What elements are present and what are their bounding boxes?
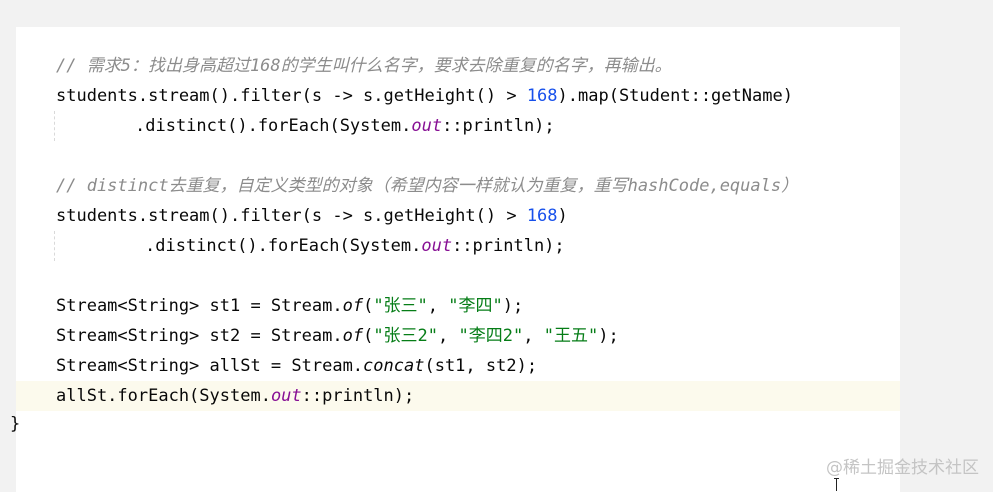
code-line-3[interactable]: .distinct().forEach(System.out::println)…: [16, 111, 900, 141]
number-literal: 168: [526, 86, 558, 106]
watermark: @稀土掘金技术社区: [826, 458, 979, 478]
code-token: students.stream().filter(s -> s.getHeigh…: [56, 206, 527, 226]
code-token: ::println);: [452, 236, 565, 256]
comment: // distinct去重复，自定义类型的对象（希望内容一样就认为重复，重写ha…: [56, 176, 799, 196]
code-token: .distinct().forEach(System.: [135, 116, 412, 136]
code-line-12-current[interactable]: allSt.forEach(System.out::println);: [16, 381, 900, 411]
code-token: students.stream().filter(s -> s.getHeigh…: [56, 86, 527, 106]
closing-brace: }: [10, 414, 21, 434]
code-line-6[interactable]: students.stream().filter(s -> s.getHeigh…: [16, 201, 900, 231]
static-method: of: [342, 326, 364, 346]
code-line-5[interactable]: // distinct去重复，自定义类型的对象（希望内容一样就认为重复，重写ha…: [16, 171, 900, 201]
code-token: ).map(Student::getName): [557, 86, 793, 106]
code-token: Stream<String> st1 = Stream.: [56, 296, 343, 316]
static-field: out: [411, 116, 443, 136]
code-token: ::println);: [301, 386, 415, 406]
code-line-11[interactable]: Stream<String> allSt = Stream.concat(st1…: [16, 351, 900, 381]
static-method: concat: [363, 356, 425, 376]
code-token: (st1, st2);: [424, 356, 538, 376]
code-line-7[interactable]: .distinct().forEach(System.out::println)…: [16, 231, 900, 261]
string-literal: "张三": [373, 296, 428, 316]
code-token: ,: [427, 296, 449, 316]
code-token: ::println);: [442, 116, 555, 136]
indent-guide: [54, 231, 55, 261]
comment: // 需求5：找出身高超过168的学生叫什么名字，要求去除重复的名字，再输出。: [56, 56, 672, 76]
code-token: ): [557, 206, 568, 226]
string-literal: "李四": [448, 296, 503, 316]
static-field: out: [270, 386, 302, 406]
text-cursor-icon: [834, 478, 840, 492]
code-line-9[interactable]: Stream<String> st1 = Stream.of("张三", "李四…: [16, 291, 900, 321]
string-literal: "李四2": [458, 326, 524, 346]
code-token: Stream<String> st2 = Stream.: [56, 326, 343, 346]
string-literal: "王五": [543, 326, 599, 346]
code-line-2[interactable]: students.stream().filter(s -> s.getHeigh…: [16, 81, 900, 111]
indent-guide: [54, 111, 55, 141]
code-token: );: [502, 296, 524, 316]
code-editor[interactable]: // 需求5：找出身高超过168的学生叫什么名字，要求去除重复的名字，再输出。 …: [16, 27, 900, 492]
static-field: out: [421, 236, 453, 256]
code-token: ,: [523, 326, 544, 346]
code-token: (: [363, 326, 374, 346]
code-line-10[interactable]: Stream<String> st2 = Stream.of("张三2", "李…: [16, 321, 900, 351]
code-token: allSt.forEach(System.: [56, 386, 271, 406]
code-token: Stream<String> allSt = Stream.: [56, 356, 364, 376]
number-literal: 168: [526, 206, 558, 226]
code-token: (: [363, 296, 374, 316]
code-token: );: [598, 326, 619, 346]
static-method: of: [342, 296, 364, 316]
code-line-1[interactable]: // 需求5：找出身高超过168的学生叫什么名字，要求去除重复的名字，再输出。: [16, 51, 900, 81]
code-token: ,: [438, 326, 459, 346]
string-literal: "张三2": [373, 326, 439, 346]
code-token: .distinct().forEach(System.: [145, 236, 422, 256]
